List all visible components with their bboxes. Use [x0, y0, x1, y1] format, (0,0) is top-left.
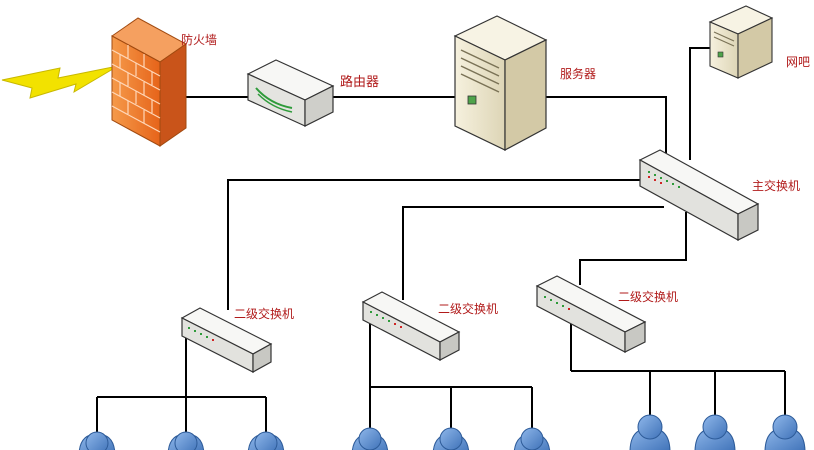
- label-firewall: 防火墙: [181, 32, 217, 47]
- wire-server-main-switch: [546, 96, 667, 153]
- user-icon: [629, 414, 671, 450]
- user-icon: [167, 431, 205, 450]
- server-icon: [453, 15, 548, 152]
- label-main-switch: 主交换机: [752, 178, 800, 193]
- user-group-2: [351, 427, 551, 450]
- user-icon: [351, 427, 389, 450]
- firewall-icon: [111, 17, 187, 147]
- user-group-1: [78, 431, 285, 450]
- user-icon: [513, 427, 551, 450]
- router-icon: [246, 59, 335, 127]
- user-group-3: [629, 414, 806, 450]
- sub-switch-1-icon: [180, 307, 273, 374]
- sub-switch-3-icon: [535, 275, 647, 353]
- main-switch-icon: [638, 149, 760, 242]
- wire-main-to-sub2: [402, 206, 664, 300]
- user-icon: [694, 414, 736, 450]
- user-icon: [764, 414, 806, 450]
- label-sub-switch-3: 二级交换机: [618, 289, 678, 304]
- label-sub-switch-1: 二级交换机: [234, 306, 294, 321]
- label-sub-switch-2: 二级交换机: [438, 301, 498, 316]
- label-router: 路由器: [340, 74, 379, 90]
- label-server: 服务器: [560, 66, 596, 81]
- pc-tower-icon: [708, 5, 774, 79]
- wire-main-to-sub3: [579, 212, 687, 285]
- label-internet-cafe: 网吧: [786, 55, 810, 69]
- user-icon: [247, 431, 285, 450]
- user-icon: [78, 431, 116, 450]
- sub-switch-2-icon: [361, 291, 461, 361]
- user-icon: [432, 427, 470, 450]
- lightning-icon: [1, 65, 119, 99]
- wire-cafe-main-switch: [689, 47, 716, 160]
- connection-lines: [96, 47, 786, 435]
- wire-main-to-sub1: [227, 179, 640, 310]
